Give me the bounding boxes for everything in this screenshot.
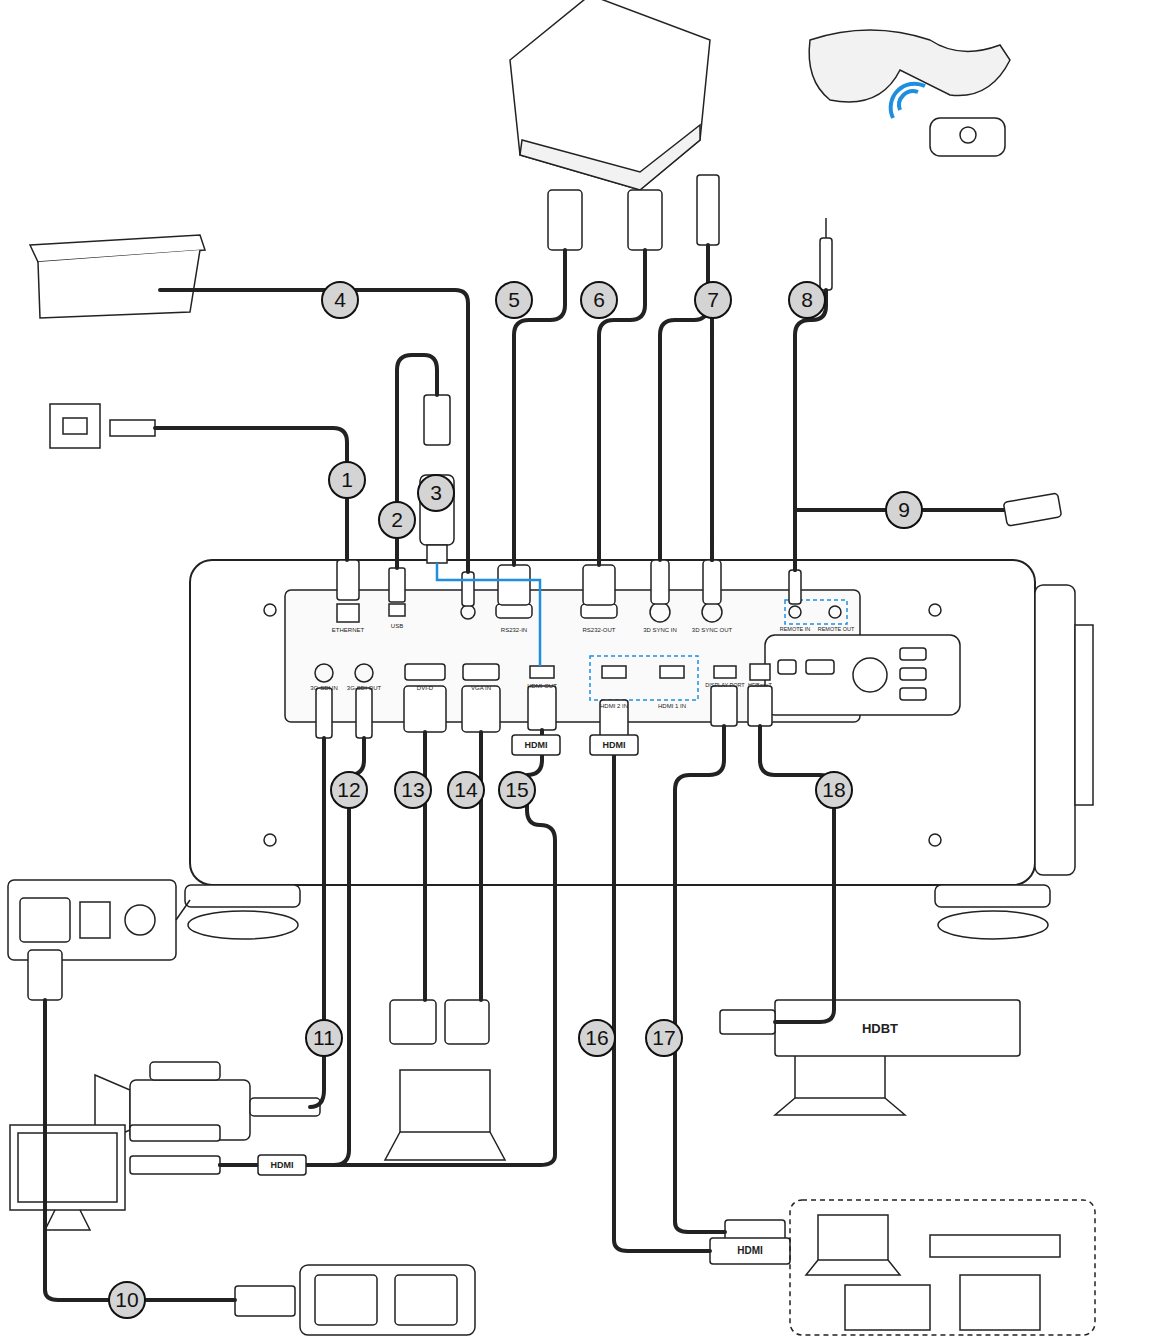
callout-text: 17 xyxy=(652,1026,675,1050)
port-label: RS232-OUT xyxy=(582,627,615,633)
port-label: HDMI xyxy=(271,1161,294,1170)
callout-text: 18 xyxy=(822,778,845,802)
callout-text: 16 xyxy=(585,1026,608,1050)
callout-number: 17 xyxy=(645,1019,683,1057)
port-label: HDMI xyxy=(525,741,548,750)
callout-text: 7 xyxy=(707,288,719,312)
port-label: 3D SYNC IN xyxy=(643,627,677,633)
port-label: HDMI 1 IN xyxy=(658,703,686,709)
callout-text: 13 xyxy=(401,778,424,802)
callout-number: 5 xyxy=(495,281,533,319)
port-label: 3D SYNC OUT xyxy=(692,627,732,633)
port-label: HDMI xyxy=(737,1246,763,1256)
callout-text: 4 xyxy=(334,288,346,312)
callout-text: 6 xyxy=(593,288,605,312)
callout-number: 2 xyxy=(378,501,416,539)
callout-number: 16 xyxy=(578,1019,616,1057)
callout-text: 3 xyxy=(430,481,442,505)
port-label: RS232-IN xyxy=(501,627,527,633)
callout-text: 10 xyxy=(115,1288,138,1312)
callout-number: 18 xyxy=(815,771,853,809)
port-label: HDBT xyxy=(862,1022,898,1035)
port-label: HDMI OUT xyxy=(527,683,557,689)
port-label: VGA IN xyxy=(471,685,491,691)
callout-text: 12 xyxy=(337,778,360,802)
callout-text: 15 xyxy=(505,778,528,802)
port-label: HDBaseT xyxy=(748,683,772,689)
callout-text: 5 xyxy=(508,288,520,312)
callout-number: 4 xyxy=(321,281,359,319)
port-label: HDMI 2 IN xyxy=(600,703,628,709)
callout-text: 1 xyxy=(341,468,353,492)
callout-number: 8 xyxy=(788,281,826,319)
callout-number: 13 xyxy=(394,771,432,809)
port-label: DVI-D xyxy=(417,685,433,691)
callout-number: 11 xyxy=(305,1019,343,1057)
callout-number: 6 xyxy=(580,281,618,319)
port-label: 3G-SDI OUT xyxy=(347,685,381,691)
port-label: REMOTE OUT xyxy=(818,627,855,633)
callout-text: 9 xyxy=(898,498,910,522)
callout-text: 2 xyxy=(391,508,403,532)
port-label: REMOTE IN xyxy=(780,627,811,633)
callout-number: 7 xyxy=(694,281,732,319)
port-label: ETHERNET xyxy=(332,627,364,633)
callout-number: 12 xyxy=(330,771,368,809)
callout-text: 8 xyxy=(801,288,813,312)
callout-text: 14 xyxy=(454,778,477,802)
callout-number: 1 xyxy=(328,461,366,499)
port-label: HDMI xyxy=(603,741,626,750)
callout-number: 14 xyxy=(447,771,485,809)
callout-number: 15 xyxy=(498,771,536,809)
callout-number: 3 xyxy=(417,474,455,512)
port-label: 3G-SDI IN xyxy=(310,685,338,691)
port-label: DISPLAY PORT xyxy=(705,683,744,689)
callout-text: 11 xyxy=(313,1026,335,1050)
port-label: USB xyxy=(391,623,403,629)
callout-number: 10 xyxy=(108,1281,146,1319)
callout-number: 9 xyxy=(885,491,923,529)
